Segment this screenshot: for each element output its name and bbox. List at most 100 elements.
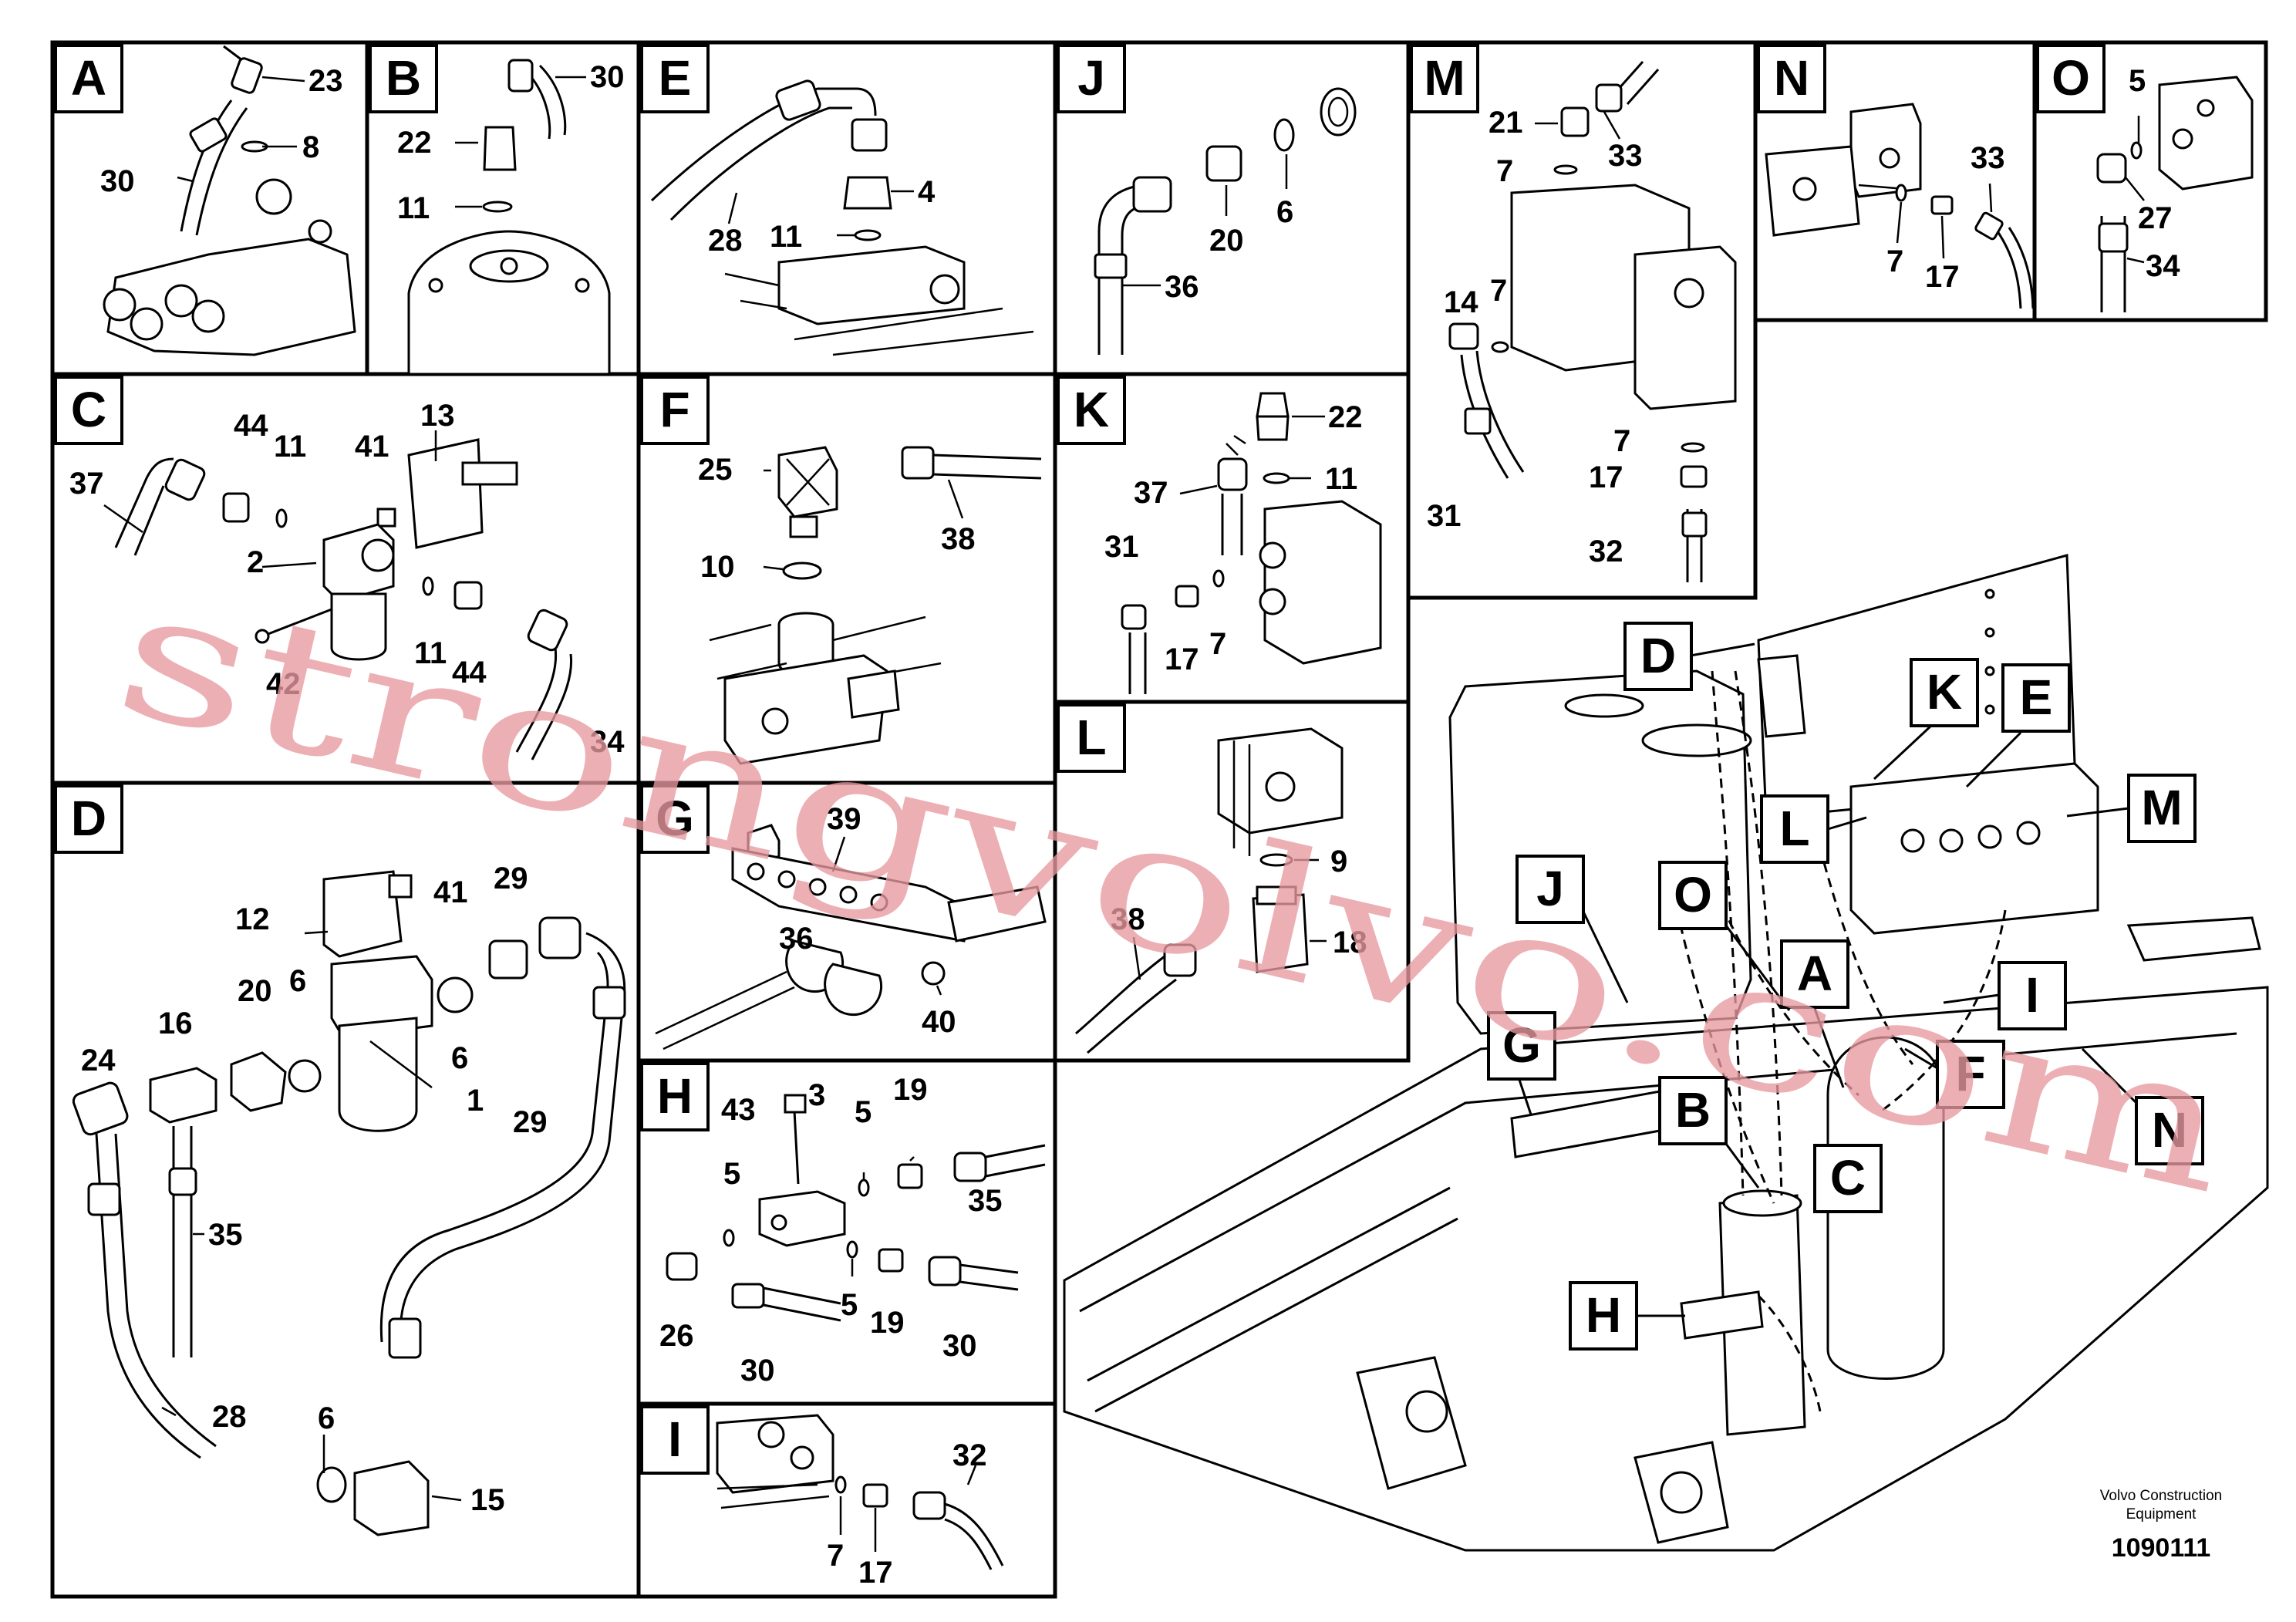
callout-box — [1623, 622, 1693, 691]
bolt — [1984, 704, 1995, 715]
part-number-label: 33 — [1971, 141, 2005, 175]
valve-body — [716, 1414, 834, 1494]
panel-letter-box — [640, 784, 710, 854]
panel-i-artwork — [716, 1414, 1004, 1570]
bolt-head — [784, 1094, 807, 1114]
part-number-label: 30 — [100, 164, 135, 198]
hose-ferrule — [189, 117, 228, 153]
port — [1259, 541, 1286, 569]
bolt-head — [376, 508, 396, 528]
callout-letter: M — [2141, 780, 2182, 835]
panel-letter: A — [71, 50, 106, 106]
panel-letter: I — [668, 1411, 682, 1467]
callout-d: D — [1623, 622, 1693, 691]
callout-letter: O — [1674, 867, 1712, 922]
hose-ferrule — [953, 1152, 987, 1182]
callout-letter: L — [1779, 801, 1809, 856]
panel-letter: D — [71, 791, 106, 846]
part-number-label: 11 — [770, 220, 802, 254]
panel-letter: G — [656, 791, 694, 846]
part-number-label: 7 — [1490, 274, 1507, 308]
callout-box — [1487, 1011, 1556, 1081]
panel-letter: H — [657, 1068, 693, 1124]
port — [191, 299, 225, 333]
hose — [1128, 632, 1147, 694]
bolt — [793, 1110, 800, 1185]
part-number-label: 32 — [1589, 534, 1623, 568]
part-number-label: 7 — [1613, 424, 1630, 458]
hose-ferrule — [388, 1317, 422, 1359]
panel-j-artwork — [1094, 87, 1357, 355]
part-number-label: 24 — [81, 1044, 116, 1077]
o-ring — [2130, 141, 2143, 160]
part-number-label: 42 — [266, 667, 301, 701]
port — [1265, 771, 1296, 802]
bolt-head — [255, 629, 270, 644]
part-number-label: 38 — [1111, 902, 1145, 936]
manifold-block — [777, 245, 966, 325]
panel-j-letter-box: J — [1057, 44, 1126, 113]
leader — [966, 1465, 977, 1485]
panel-letter-box — [54, 376, 123, 445]
part-number-label: 19 — [870, 1306, 905, 1340]
callout-i: I — [1998, 961, 2067, 1030]
elbow-fitting — [1256, 392, 1290, 418]
adapter — [453, 581, 483, 610]
panel-letter-box — [640, 44, 710, 113]
panel-letter-box — [1757, 44, 1826, 113]
leader — [909, 1156, 915, 1162]
callout-letter: N — [2152, 1102, 2187, 1158]
frame-side — [2126, 916, 2261, 962]
panel-l-letter-box: L — [1057, 703, 1126, 773]
callout-box — [2127, 774, 2197, 843]
leader — [936, 985, 942, 996]
callout-e: E — [2001, 663, 2071, 733]
adapter — [1930, 195, 1954, 215]
part-number-label: 27 — [2138, 201, 2173, 235]
pressure-sensor — [843, 176, 892, 210]
panel-f-letter-box: F — [640, 376, 710, 445]
part-number-label: 12 — [235, 902, 270, 936]
adapter — [483, 126, 517, 171]
o-ring — [1553, 164, 1578, 175]
o-ring — [846, 1240, 858, 1259]
bolt — [261, 608, 332, 638]
switch-thread — [789, 515, 818, 538]
footer-company: Volvo Construction — [2100, 1488, 2222, 1504]
hose — [944, 1502, 1004, 1570]
o-ring — [723, 1229, 735, 1247]
port — [929, 274, 960, 305]
panel-letter: O — [2052, 50, 2090, 106]
filter-bowl — [338, 1017, 418, 1132]
callout-c: C — [1813, 1144, 1883, 1213]
port — [777, 870, 796, 889]
part-number-label: 33 — [1608, 139, 1643, 173]
panel-letter-box — [369, 44, 438, 113]
port — [164, 284, 198, 318]
part-number-label: 5 — [2129, 64, 2146, 98]
hose-edge — [538, 64, 567, 136]
seal-ring-inner — [1327, 96, 1349, 127]
upper-frame-outline — [1063, 986, 2269, 1552]
part-number-label: 35 — [208, 1218, 243, 1252]
part-number-label: 4 — [918, 175, 936, 209]
part-number-label: 5 — [855, 1095, 872, 1129]
hose-ferrule — [731, 1283, 765, 1309]
part-number-label: 20 — [1209, 224, 1244, 258]
hose-ferrule — [928, 1256, 962, 1286]
mount — [847, 669, 900, 719]
leader — [1518, 1079, 1532, 1115]
panel-d-letter-box: D — [54, 784, 123, 854]
part-number-label: 43 — [721, 1093, 756, 1127]
hose-edge — [669, 106, 852, 221]
leader — [763, 565, 784, 571]
hose — [932, 454, 1042, 480]
leader — [2126, 257, 2145, 264]
part-number-label: 19 — [893, 1073, 928, 1107]
part-number-label: 6 — [318, 1401, 335, 1435]
leader — [831, 836, 846, 872]
part-number-label: 28 — [708, 224, 743, 258]
leader — [2066, 807, 2129, 818]
part-number-label: 39 — [827, 802, 861, 836]
